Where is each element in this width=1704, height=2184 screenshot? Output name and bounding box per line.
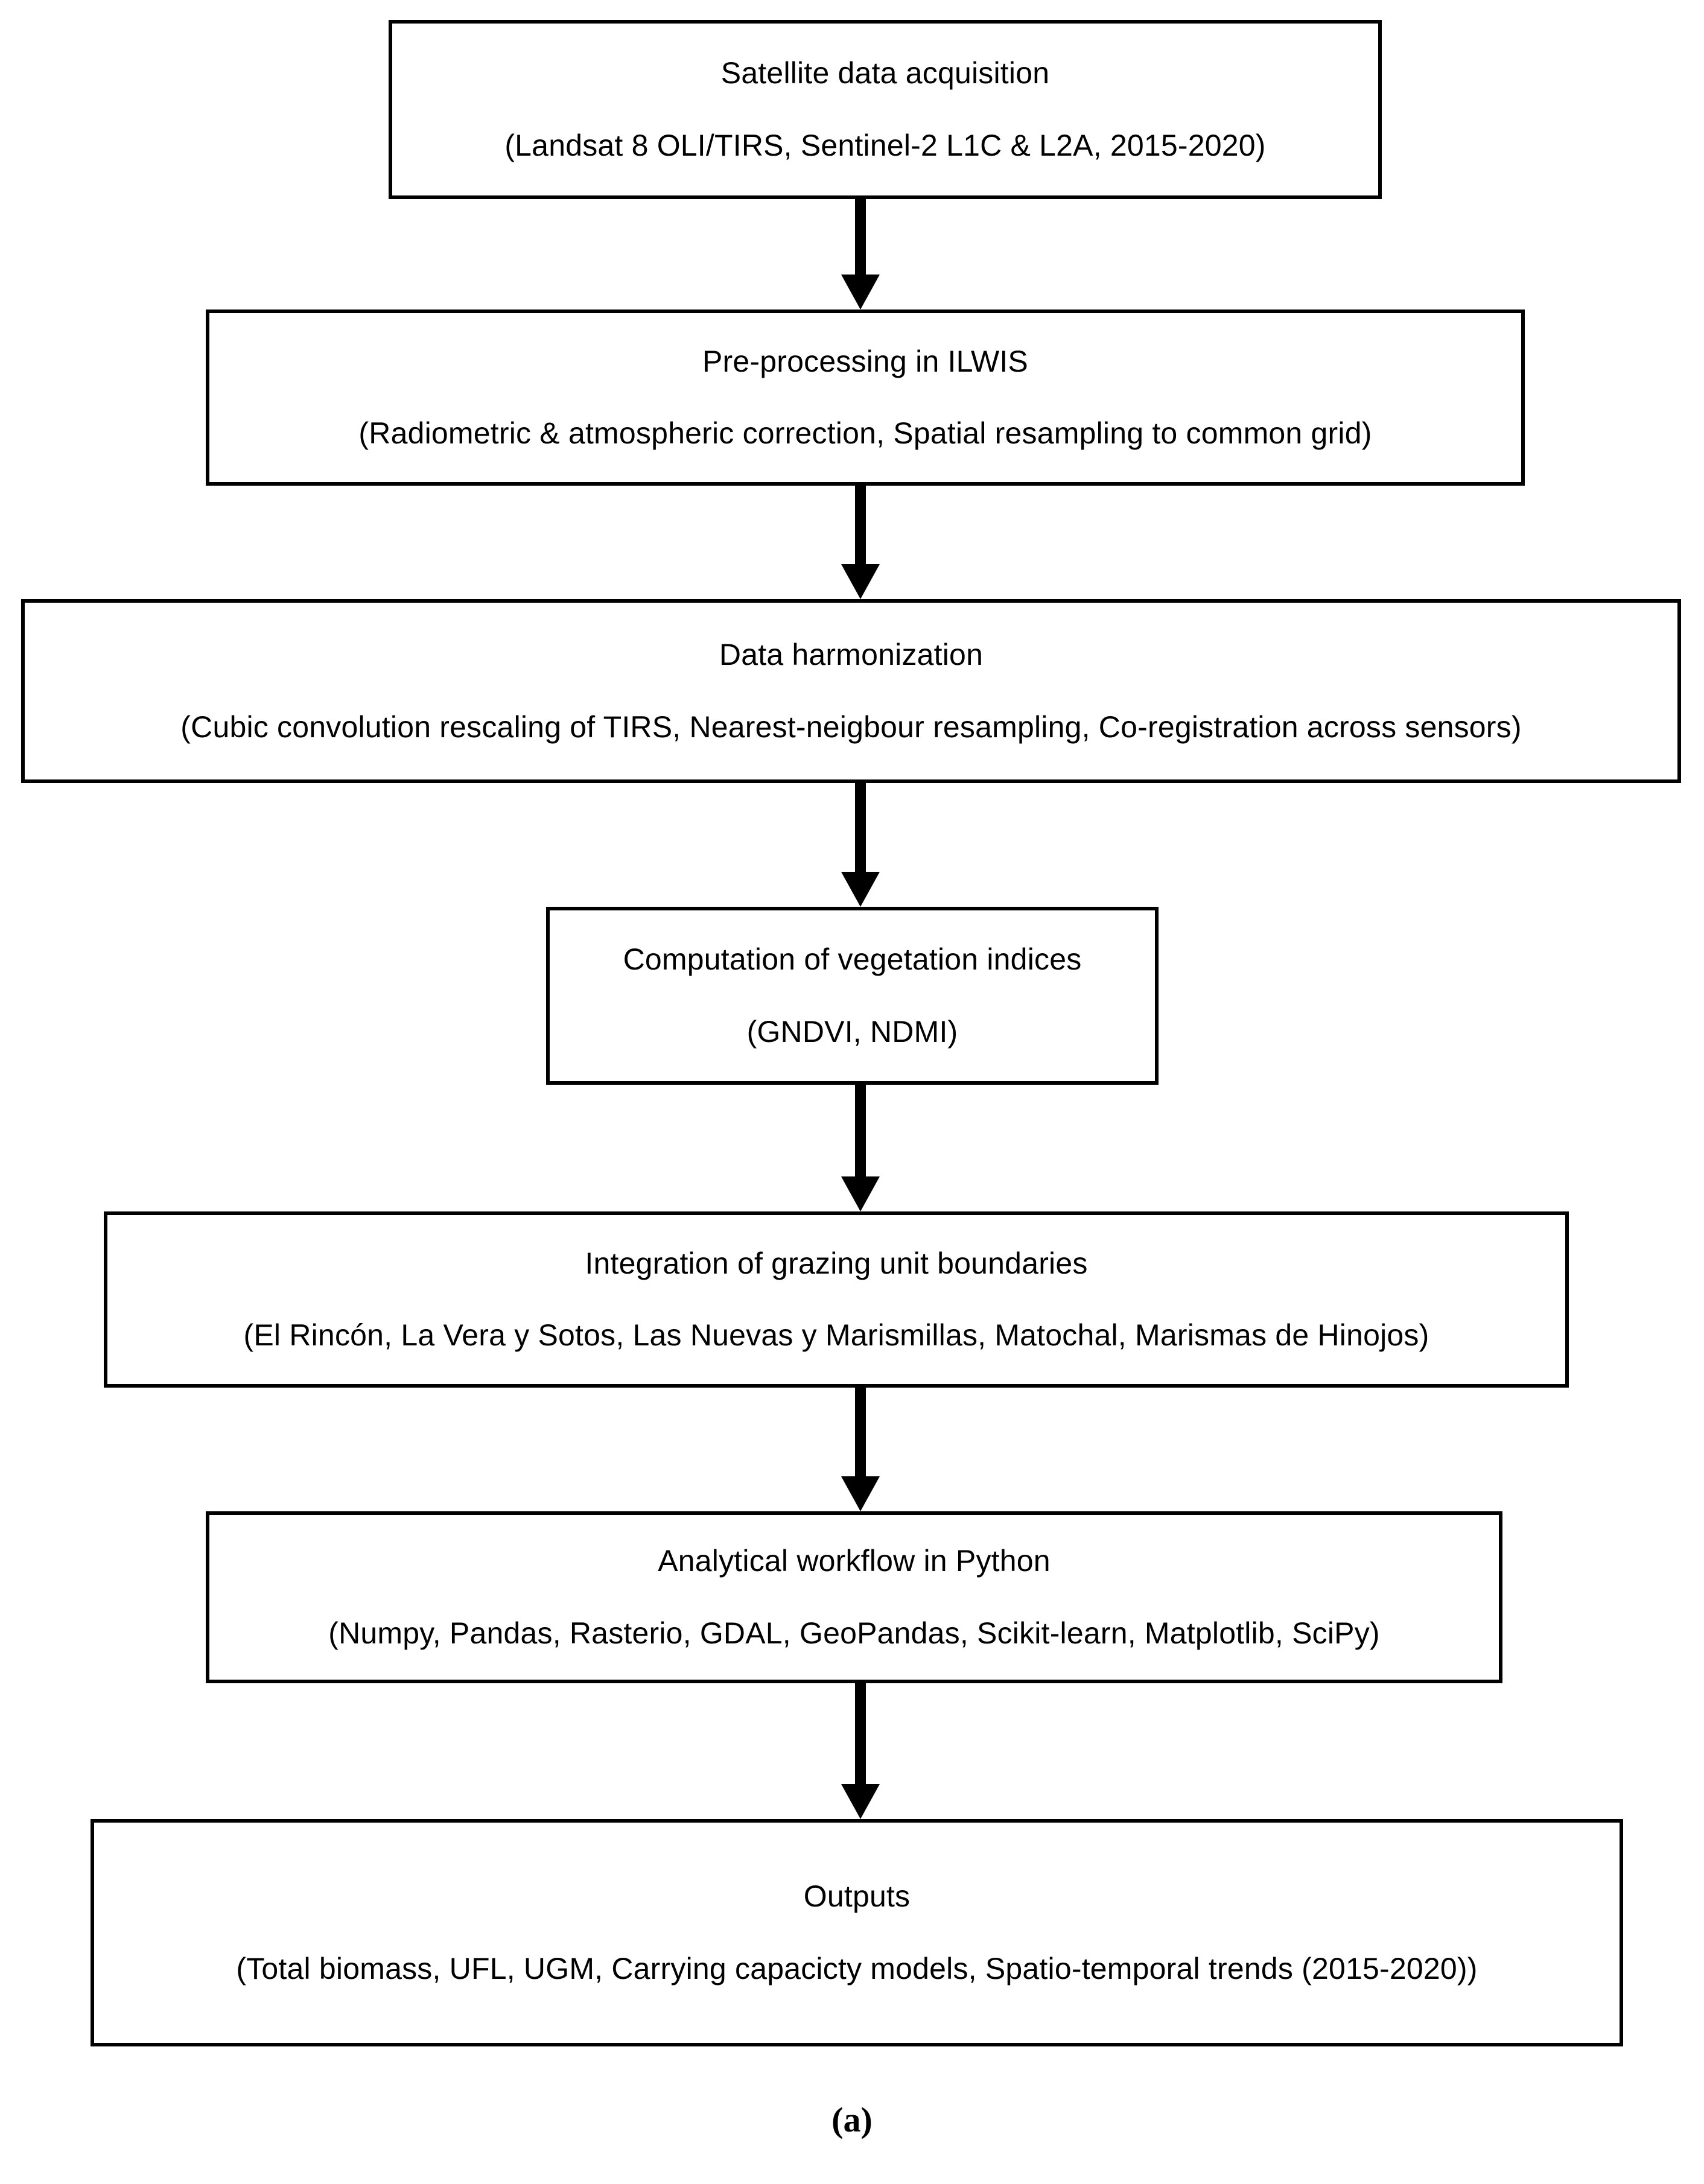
flow-node-title: Data harmonization	[719, 638, 984, 671]
arrow-shaft	[855, 199, 866, 275]
flow-node-title: Outputs	[803, 1879, 911, 1913]
down-arrow-icon-5	[841, 1388, 880, 1511]
flow-node-title: Satellite data acquisition	[720, 56, 1050, 90]
down-arrow-icon-1	[841, 199, 880, 310]
flow-node-integration-grazing-unit-boundaries: Integration of grazing unit boundaries (…	[104, 1211, 1569, 1388]
flow-node-subtitle: (El Rincón, La Vera y Sotos, Las Nuevas …	[243, 1318, 1429, 1352]
arrow-shaft	[855, 1388, 866, 1476]
down-arrow-icon-4	[841, 1085, 880, 1211]
arrow-head	[841, 564, 880, 599]
flow-node-subtitle: (Total biomass, UFL, UGM, Carrying capac…	[236, 1951, 1478, 1986]
flow-node-title: Computation of vegetation indices	[623, 942, 1082, 976]
down-arrow-icon-3	[841, 783, 880, 907]
arrow-head	[841, 275, 880, 310]
flow-node-title: Integration of grazing unit boundaries	[585, 1246, 1088, 1280]
flow-node-data-harmonization: Data harmonization (Cubic convolution re…	[21, 599, 1681, 783]
arrow-head	[841, 1176, 880, 1211]
flow-node-subtitle: (Cubic convolution rescaling of TIRS, Ne…	[180, 709, 1522, 744]
flow-node-outputs: Outputs (Total biomass, UFL, UGM, Carryi…	[91, 1819, 1623, 2046]
flow-node-subtitle: (Radiometric & atmospheric correction, S…	[358, 416, 1372, 450]
arrow-shaft	[855, 1683, 866, 1784]
down-arrow-icon-2	[841, 486, 880, 599]
flow-node-computation-vegetation-indices: Computation of vegetation indices (GNDVI…	[546, 907, 1159, 1085]
arrow-shaft	[855, 486, 866, 564]
flow-node-subtitle: (Landsat 8 OLI/TIRS, Sentinel-2 L1C & L2…	[504, 128, 1266, 162]
flow-node-subtitle: (Numpy, Pandas, Rasterio, GDAL, GeoPanda…	[328, 1616, 1380, 1650]
flow-node-subtitle: (GNDVI, NDMI)	[746, 1014, 958, 1049]
flow-node-title: Pre-processing in ILWIS	[702, 344, 1028, 378]
arrow-head	[841, 1476, 880, 1511]
arrow-head	[841, 872, 880, 907]
flow-node-pre-processing-ilwis: Pre-processing in ILWIS (Radiometric & a…	[206, 310, 1525, 486]
down-arrow-icon-6	[841, 1683, 880, 1819]
flow-node-title: Analytical workflow in Python	[658, 1544, 1051, 1578]
arrow-shaft	[855, 783, 866, 872]
arrow-head	[841, 1784, 880, 1819]
arrow-shaft	[855, 1085, 866, 1176]
flow-node-satellite-data-acquisition: Satellite data acquisition (Landsat 8 OL…	[389, 20, 1382, 199]
flow-node-analytical-workflow-python: Analytical workflow in Python (Numpy, Pa…	[206, 1511, 1502, 1683]
figure-caption: (a)	[831, 2100, 873, 2139]
